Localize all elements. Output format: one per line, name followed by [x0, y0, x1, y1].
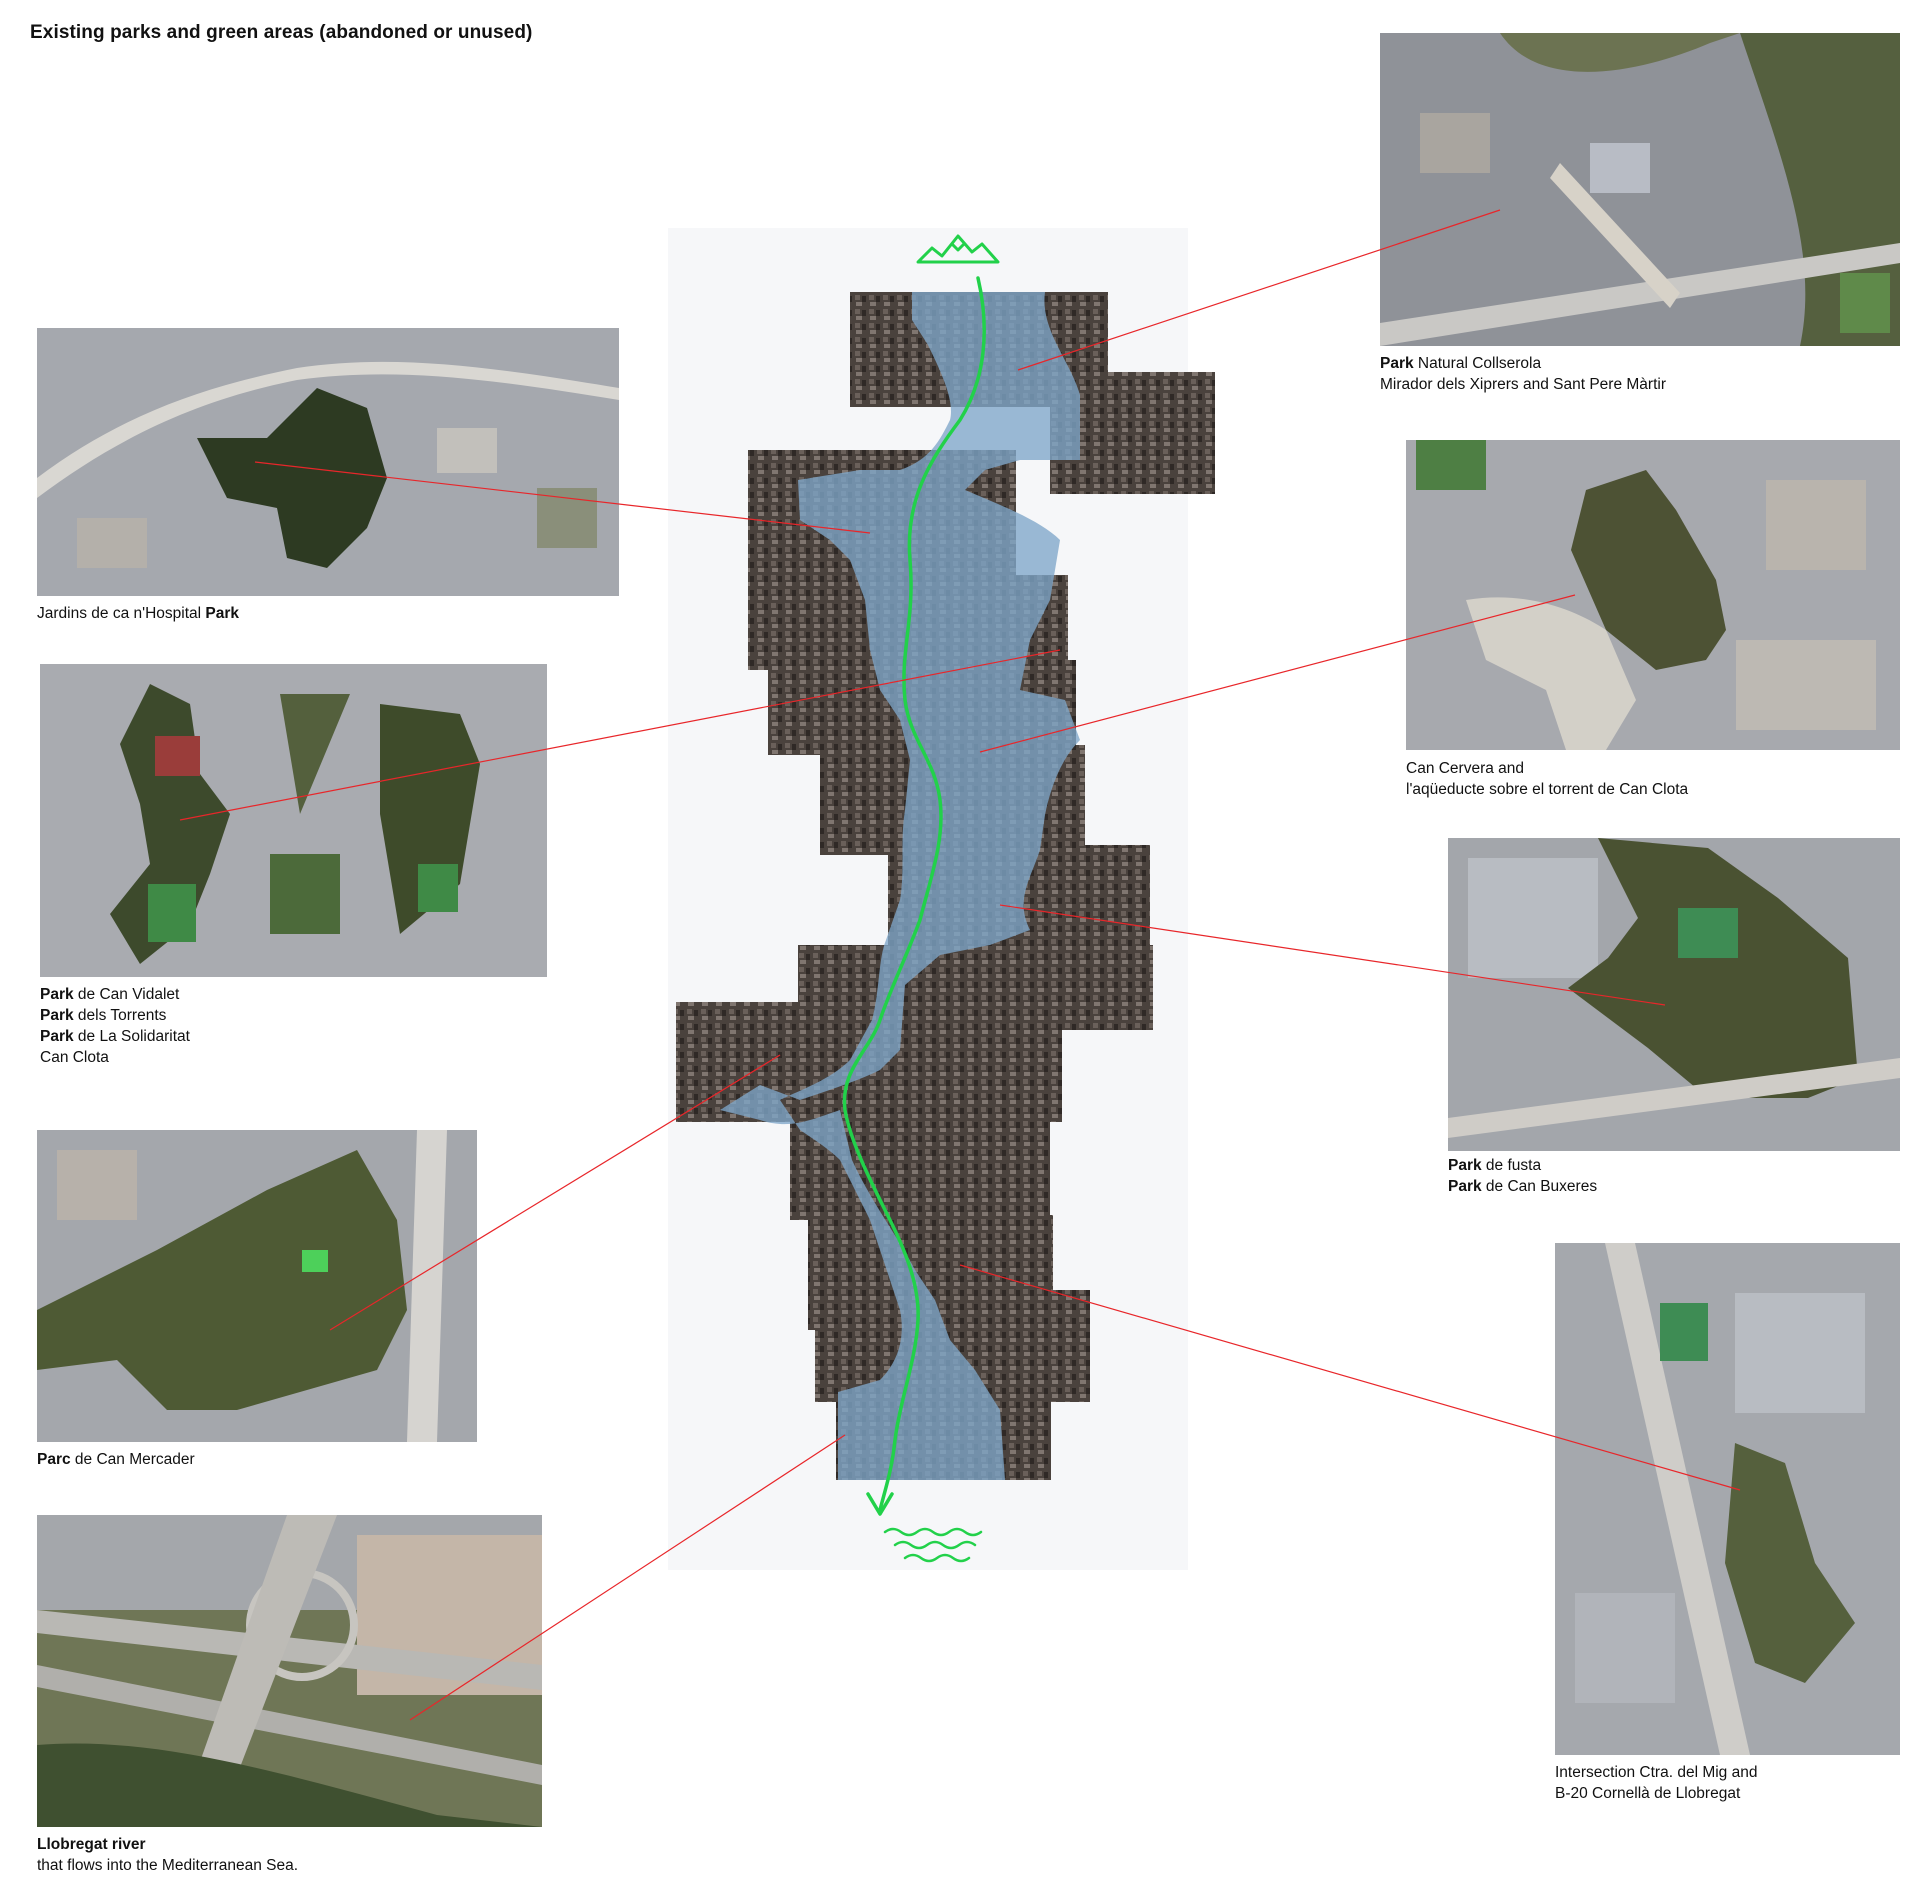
caption-line: Mirador dels Xiprers and Sant Pere Màrti…: [1380, 376, 1667, 393]
river-area-overlay: [720, 292, 1080, 1480]
arrow-head: [866, 1492, 894, 1516]
mountain-icon: [916, 234, 1000, 264]
sea-waves-icon: [883, 1527, 983, 1563]
caption-line: Parc de Can Mercader: [37, 1451, 195, 1468]
aerial-photo-fusta: [1448, 838, 1900, 1151]
caption-line: Park dels Torrents: [40, 1007, 167, 1024]
river-flow-arrow: [842, 276, 986, 1512]
aerial-photo-can-mercader: [37, 1130, 477, 1442]
caption-line: Can Clota: [40, 1049, 109, 1066]
caption-fusta: Park de fusta Park de Can Buxeres: [1448, 1155, 1597, 1197]
caption-line: Park de Can Vidalet: [40, 986, 180, 1003]
caption-line: Intersection Ctra. del Mig and: [1555, 1764, 1758, 1781]
caption-can-vidalet: Park de Can Vidalet Park dels Torrents P…: [40, 984, 190, 1068]
caption-collserola: Park Natural Collserola Mirador dels Xip…: [1380, 353, 1666, 395]
caption-line: Park Natural Collserola: [1380, 355, 1542, 372]
caption-line: Park de La Solidaritat: [40, 1028, 190, 1045]
aerial-photo-collserola: [1380, 33, 1900, 346]
caption-line: Park de fusta: [1448, 1157, 1542, 1174]
caption-llobregat: Llobregat river that flows into the Medi…: [37, 1834, 298, 1876]
caption-line: Park de Can Buxeres: [1448, 1178, 1598, 1195]
caption-line: l'aqüeducte sobre el torrent de Can Clot…: [1406, 781, 1689, 798]
caption-line: Can Cervera and: [1406, 760, 1525, 777]
aerial-photo-llobregat: [37, 1515, 542, 1827]
page-title: Existing parks and green areas (abandone…: [30, 22, 533, 43]
caption-ctra-mig: Intersection Ctra. del Mig and B-20 Corn…: [1555, 1762, 1757, 1804]
caption-line: that flows into the Mediterranean Sea.: [37, 1857, 299, 1874]
caption-line: Llobregat river: [37, 1836, 146, 1853]
caption-line: B-20 Cornellà de Llobregat: [1555, 1785, 1741, 1802]
aerial-photo-can-vidalet: [40, 664, 547, 977]
caption-can-mercader: Parc de Can Mercader: [37, 1449, 195, 1470]
caption-can-cervera: Can Cervera and l'aqüeducte sobre el tor…: [1406, 758, 1688, 800]
aerial-photo-ctra-mig: [1555, 1243, 1900, 1755]
aerial-photo-ca-nhospital: [37, 328, 619, 596]
caption-line: Jardins de ca n'Hospital Park: [37, 605, 240, 622]
aerial-photo-can-cervera: [1406, 440, 1900, 750]
caption-ca-nhospital: Jardins de ca n'Hospital Park: [37, 603, 239, 624]
